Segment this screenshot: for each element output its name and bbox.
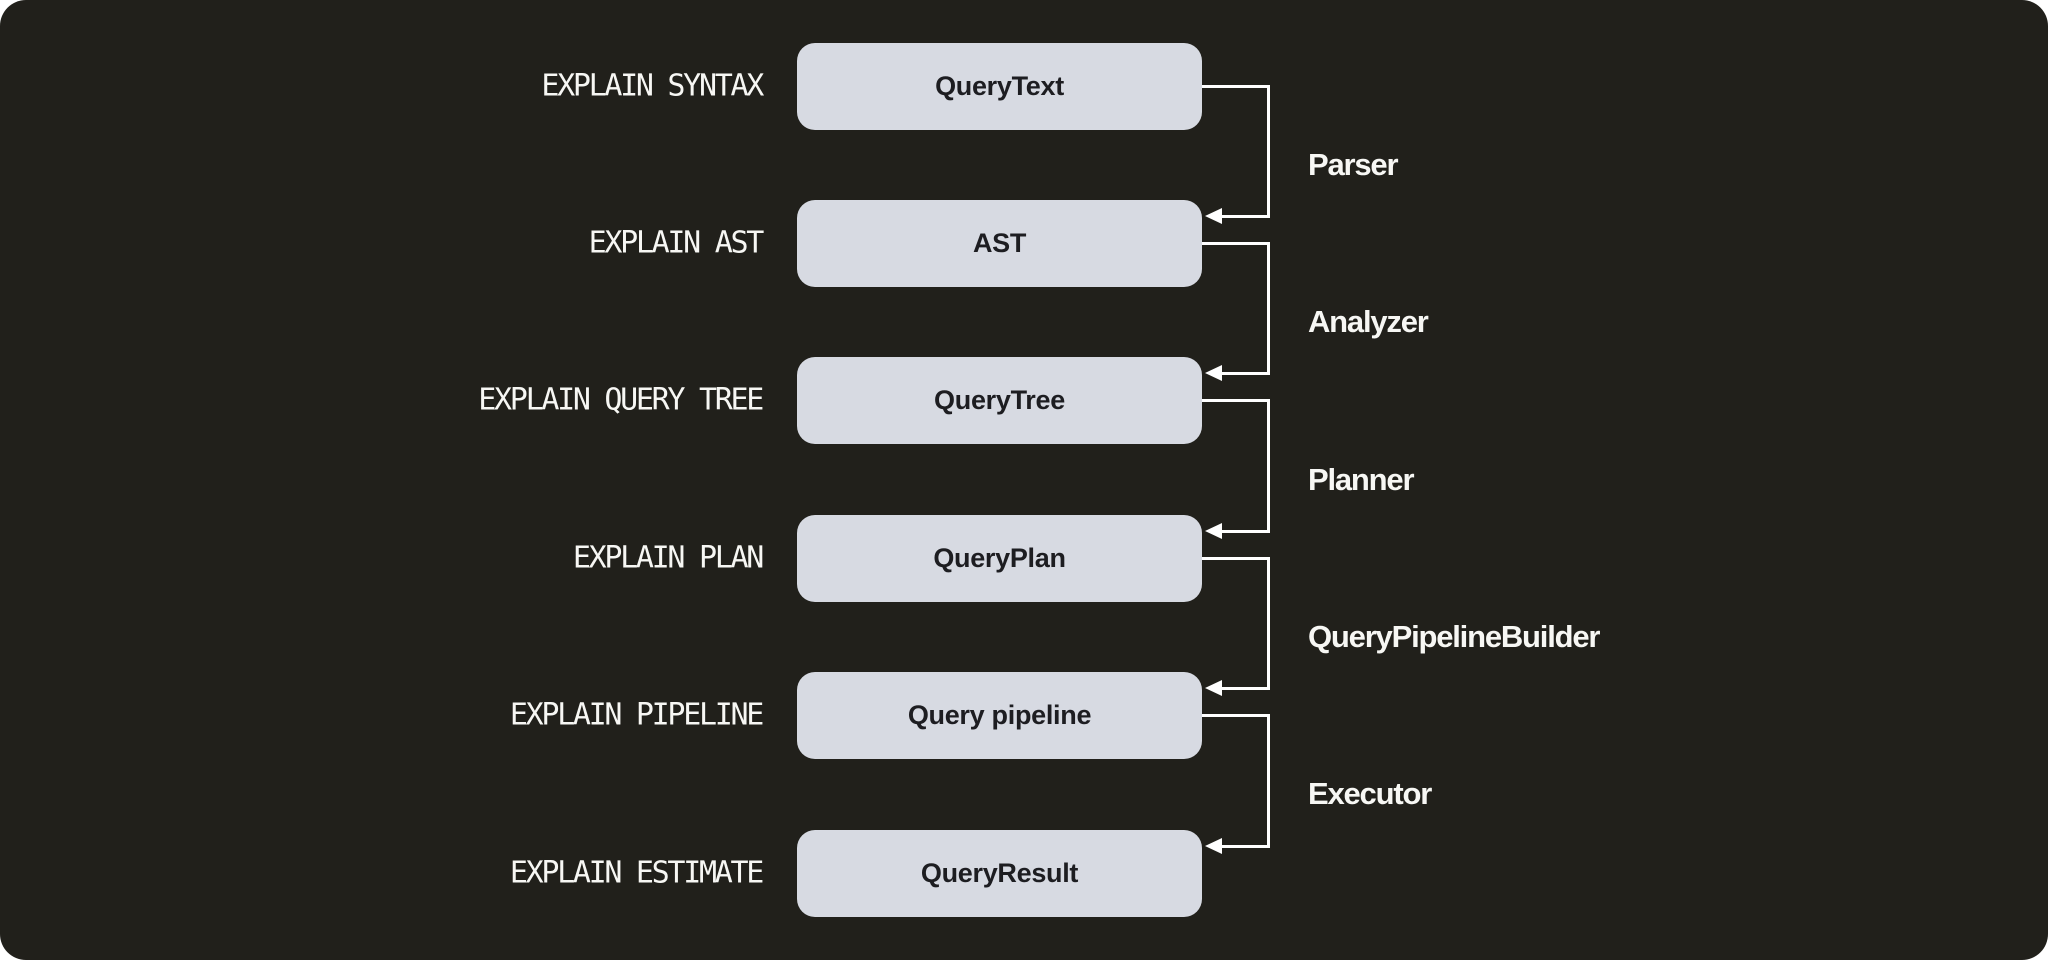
arrowhead-left-icon (1205, 838, 1222, 854)
connector-entry-line (1220, 530, 1270, 533)
query-pipeline-box-label: Query pipeline (907, 700, 1092, 730)
arrowhead-left-icon (1205, 365, 1222, 381)
ast-box: AST (797, 200, 1202, 287)
queryresult-box-label: QueryResult (920, 858, 1079, 888)
explain-pipeline-label: EXPLAIN PIPELINE (509, 697, 764, 733)
connector-exit-line (1202, 714, 1270, 717)
stage-label-planner: Planner (1308, 462, 1415, 497)
connector-entry-line (1220, 687, 1270, 690)
queryplan-box-label: QueryPlan (933, 543, 1066, 573)
stage-label-executor: Executor (1308, 776, 1432, 811)
query-pipeline-box: Query pipeline (797, 672, 1202, 759)
explain-estimate-label: EXPLAIN ESTIMATE (509, 855, 764, 891)
querytext-box: QueryText (797, 43, 1202, 130)
connector-vertical-line (1267, 399, 1270, 533)
connector-entry-line (1220, 215, 1270, 218)
connector-entry-line (1220, 845, 1270, 848)
arrowhead-left-icon (1205, 680, 1222, 696)
connector-exit-line (1202, 557, 1270, 560)
explain-ast-label: EXPLAIN AST (588, 225, 765, 261)
explain-syntax-label: EXPLAIN SYNTAX (541, 68, 764, 104)
connector-exit-line (1202, 399, 1270, 402)
querytree-box: QueryTree (797, 357, 1202, 444)
connector-vertical-line (1267, 557, 1270, 690)
connector-entry-line (1220, 372, 1270, 375)
querytree-box-label: QueryTree (934, 385, 1065, 415)
connector-exit-line (1202, 242, 1270, 245)
connector-vertical-line (1267, 242, 1270, 375)
stage-label-analyzer: Analyzer (1308, 304, 1429, 339)
queryplan-box: QueryPlan (797, 515, 1202, 602)
arrowhead-left-icon (1205, 523, 1222, 539)
connector-vertical-line (1267, 714, 1270, 848)
stage-label-parser: Parser (1308, 147, 1399, 182)
connector-exit-line (1202, 85, 1270, 88)
querytext-box-label: QueryText (935, 71, 1064, 101)
connector-vertical-line (1267, 85, 1270, 218)
arrowhead-left-icon (1205, 208, 1222, 224)
explain-plan-label: EXPLAIN PLAN (572, 540, 764, 576)
explain-query-tree-label: EXPLAIN QUERY TREE (478, 382, 764, 418)
ast-box-label: AST (972, 228, 1027, 258)
stage-label-querypipelinebuilder: QueryPipelineBuilder (1308, 619, 1600, 654)
queryresult-box: QueryResult (797, 830, 1202, 917)
